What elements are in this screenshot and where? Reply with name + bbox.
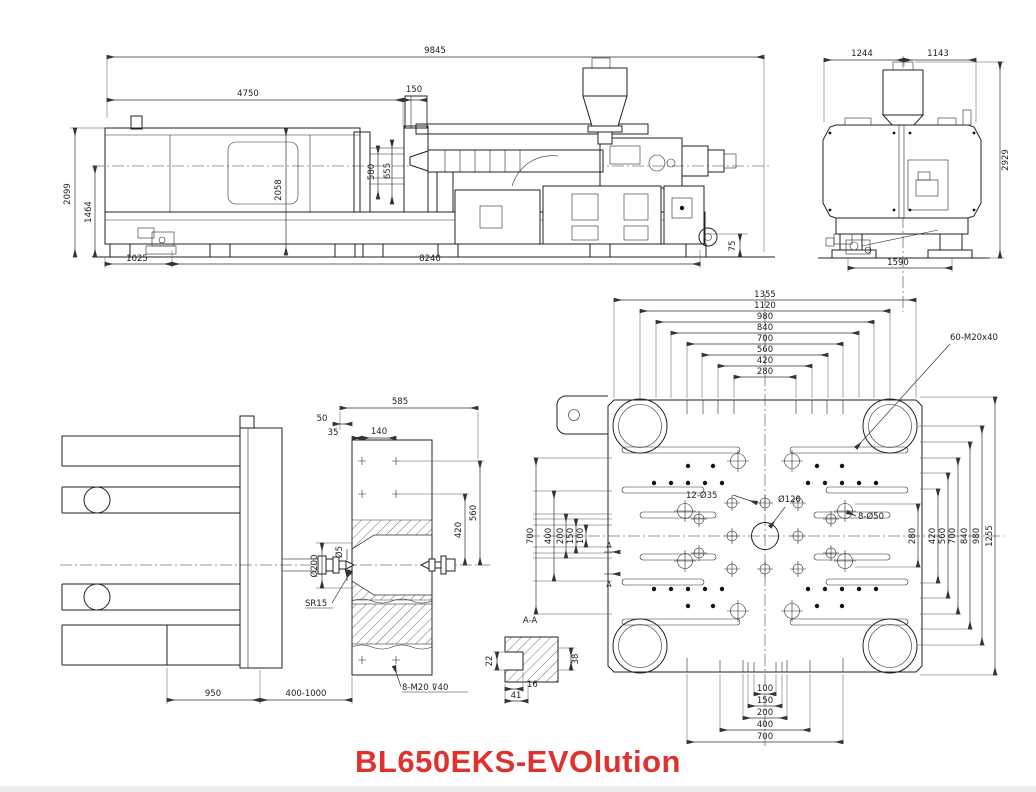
model-title: BL650EKS-EVOlution xyxy=(355,744,681,779)
dim-clamp-length: 4750 xyxy=(237,89,259,99)
platen-left-dim-1: 400 xyxy=(544,528,554,544)
side-view-drawing: 9845 4750 150 580 655 2099 1464 2058 102… xyxy=(63,46,775,268)
dim-580: 580 xyxy=(367,164,377,180)
section-marker-a-top: A xyxy=(606,541,612,550)
holes-8-d50 xyxy=(674,450,856,622)
platen-right-dim-6: 1255 xyxy=(985,525,995,547)
platen-left-dim-2: 200 xyxy=(556,528,566,544)
front-view-drawing: 1244 1143 1590 2929 xyxy=(818,49,1011,312)
dim-2058: 2058 xyxy=(274,179,284,201)
dim-420: 420 xyxy=(454,522,464,538)
platen-bottom-dim-4: 700 xyxy=(757,732,773,742)
section-aa-drawing: A-A 22 38 16 41 xyxy=(485,616,581,704)
mounting-dots xyxy=(651,463,879,609)
dim-height-2099: 2099 xyxy=(63,183,73,205)
label-holes-8: 8-Ø50 xyxy=(858,511,884,522)
dim-560: 560 xyxy=(469,505,479,521)
dim-585: 585 xyxy=(392,397,408,407)
platen-top-dim-2: 980 xyxy=(757,312,773,322)
platen-bottom-dim-2: 200 xyxy=(757,708,773,718)
dim-height-1464: 1464 xyxy=(84,201,94,223)
dim-overall-length: 9845 xyxy=(424,46,446,56)
dim-1143: 1143 xyxy=(927,49,949,59)
dim-8240: 8240 xyxy=(419,254,441,264)
platen-top-dim-6: 420 xyxy=(757,356,773,366)
platen-top-dim-5: 560 xyxy=(757,345,773,355)
label-tie-bolts: 60-M20x40 xyxy=(950,333,998,343)
label-center-hole: Ø120 xyxy=(778,494,801,505)
platen-top-dim-4: 700 xyxy=(757,334,773,344)
platen-bottom-dim-1: 150 xyxy=(757,696,773,706)
section-marker-a-bottom: A xyxy=(606,580,612,589)
dim-1025: 1025 xyxy=(126,254,148,264)
platen-bottom-dim-3: 400 xyxy=(757,720,773,730)
dim-22: 22 xyxy=(485,656,495,667)
platen-right-dim-2: 560 xyxy=(938,528,948,544)
dim-75: 75 xyxy=(728,241,738,252)
platen-left-dim-3: 150 xyxy=(566,528,576,544)
platen-top-dim-7: 280 xyxy=(757,367,773,377)
platen-right-dim-5: 980 xyxy=(972,528,982,544)
dim-35: 35 xyxy=(328,428,339,438)
label-holes-12: 12-Ø35 xyxy=(686,490,717,501)
platen-view-drawing: A A 1355 1120 980 840 700 560 420 280 28… xyxy=(526,290,1004,748)
platen-top-dim-0: 1355 xyxy=(754,290,776,300)
dim-41: 41 xyxy=(511,691,522,701)
dim-range-400-1000: 400-1000 xyxy=(286,689,327,699)
dim-50: 50 xyxy=(317,414,328,424)
label-thread-8-m20: 8-M20 ⊽40 xyxy=(402,683,448,693)
label-sr15: SR15 xyxy=(305,599,327,609)
dim-tip-d5: Ø5 xyxy=(334,546,345,558)
dim-height-2929: 2929 xyxy=(1001,149,1011,171)
bottom-edge-strip xyxy=(0,786,1036,792)
platen-left-dim-4: 100 xyxy=(576,528,586,544)
dim-1244: 1244 xyxy=(851,49,873,59)
nozzle-detail-drawing: 585 50 35 140 560 420 Ø200 Ø5 SR15 950 4… xyxy=(60,397,490,704)
dim-950: 950 xyxy=(205,689,221,699)
section-aa-label: A-A xyxy=(523,616,538,626)
dim-150: 150 xyxy=(406,85,422,95)
platen-top-dim-1: 1120 xyxy=(754,301,776,311)
platen-right-dim-3: 700 xyxy=(948,528,958,544)
platen-right-dim-0: 280 xyxy=(908,528,918,544)
platen-left-dim-0: 700 xyxy=(526,528,536,544)
dim-38: 38 xyxy=(571,654,581,665)
dim-ring-d200: Ø200 xyxy=(309,555,320,578)
platen-bottom-dim-0: 100 xyxy=(757,684,773,694)
dim-655: 655 xyxy=(383,163,393,179)
dim-1590: 1590 xyxy=(887,258,909,268)
platen-right-dim-1: 420 xyxy=(928,528,938,544)
holes-12-d35 xyxy=(691,495,839,577)
dim-140: 140 xyxy=(371,427,387,437)
platen-right-dim-4: 840 xyxy=(960,528,970,544)
platen-top-dim-3: 840 xyxy=(757,323,773,333)
dim-16: 16 xyxy=(527,680,538,690)
